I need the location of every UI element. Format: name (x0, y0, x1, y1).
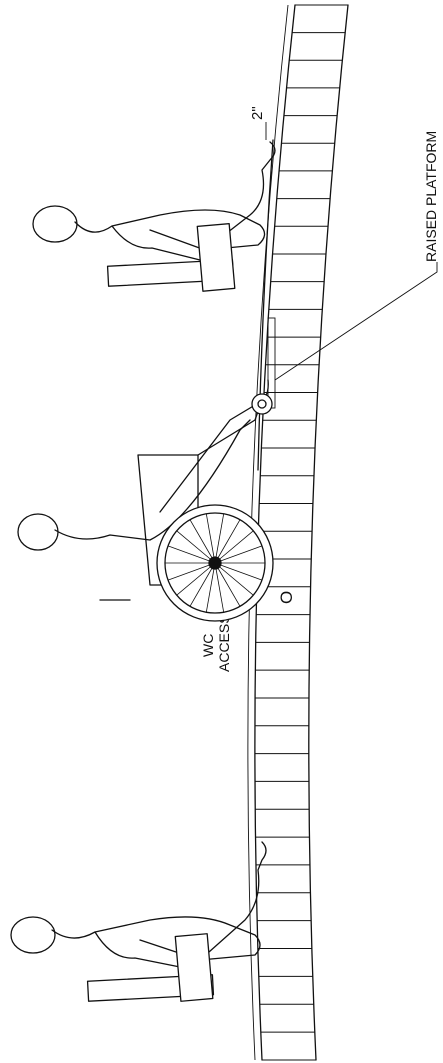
raised-platform-label: RAISED PLATFORM (423, 131, 439, 262)
wheel-spoke (214, 519, 241, 564)
wc-access-label-line2: ACCESS (216, 614, 232, 672)
floor-track (247, 4, 349, 1061)
wheel-spoke (214, 562, 241, 607)
wheel-spoke (214, 545, 263, 564)
head-top (32, 205, 78, 243)
raised-platform-edge (257, 139, 274, 471)
lower-leg-top (149, 141, 276, 251)
torso-leg-top (74, 209, 266, 251)
dimension-mark: 2" (249, 106, 267, 140)
wheel-spoke (214, 562, 225, 613)
head-bottom (10, 916, 56, 954)
raised-platform-block (267, 317, 276, 409)
leg-wc (159, 379, 269, 513)
wheel-spoke (176, 530, 216, 564)
caster-wheel (251, 393, 273, 415)
torso-leg-bottom (51, 916, 261, 961)
raised-platform-leader (274, 262, 438, 381)
wc-access-label-line1: WC (200, 634, 216, 657)
wheel-spoke (214, 530, 254, 564)
wheel-spoke (167, 545, 216, 564)
seated-person-top (32, 141, 276, 292)
wheelchair-user (17, 379, 274, 622)
wheel-spoke (167, 562, 216, 581)
seat-back-bottom (174, 933, 214, 1002)
wheel-spoke (205, 562, 216, 613)
head-wc (17, 513, 59, 551)
seat-back-top (196, 222, 236, 292)
arm-top (111, 225, 201, 261)
arm-bottom (94, 931, 186, 969)
wheel-spoke (205, 513, 216, 564)
wheel-spoke (189, 519, 216, 564)
torso-wc (54, 419, 251, 541)
wheel-spokes (164, 513, 266, 613)
caster-hub (257, 399, 267, 409)
wheel-spoke (176, 562, 216, 596)
dimension-label: 2" (249, 106, 266, 120)
lower-leg-bottom (139, 841, 267, 961)
wheel-spoke (189, 562, 216, 607)
wheel-spoke (214, 562, 263, 581)
floor-outer-edge (308, 4, 349, 1061)
floor-ties (254, 4, 348, 1061)
wheel-spoke (214, 562, 254, 596)
seated-person-bottom (10, 841, 267, 1002)
circle-marker: O (277, 591, 296, 604)
wheel-spoke (214, 513, 225, 564)
